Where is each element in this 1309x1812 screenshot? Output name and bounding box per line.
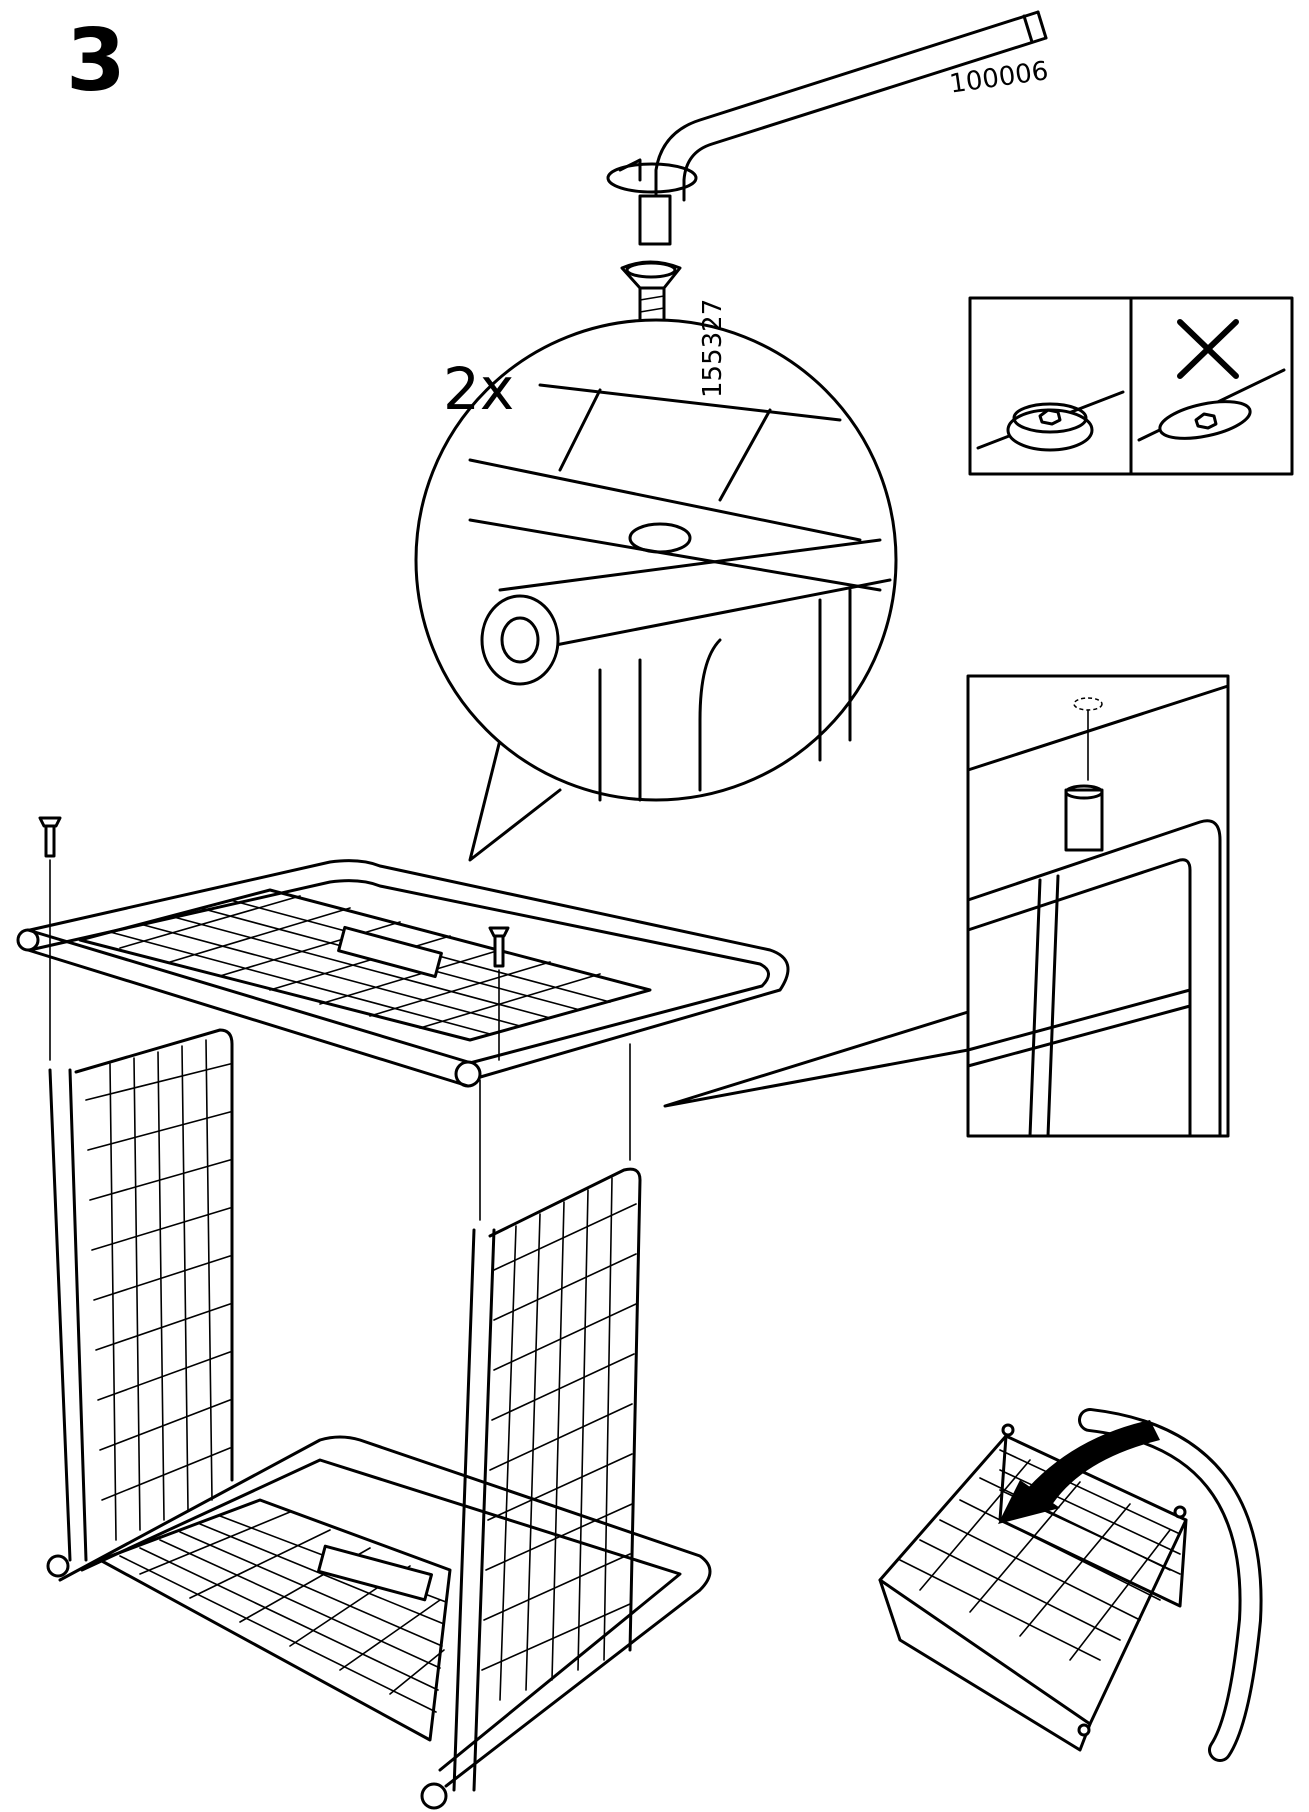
x-mark-icon <box>1177 319 1239 379</box>
screw-right-icon <box>488 926 510 968</box>
basket-assembly <box>16 816 790 1810</box>
hex-key-icon <box>606 10 1048 246</box>
incorrect-seating <box>1137 319 1286 442</box>
quantity-label: 2x <box>443 355 515 423</box>
inverted-basket-icon <box>878 1423 1188 1752</box>
bottom-shelf-mesh <box>58 1435 712 1788</box>
correct-seating <box>976 390 1125 452</box>
right-side-panel <box>420 1167 642 1810</box>
seating-inset <box>968 296 1294 476</box>
magnified-detail <box>414 318 898 862</box>
top-shelf-mesh <box>78 888 652 1042</box>
left-side-panel <box>46 1028 234 1578</box>
screw-left-icon <box>38 816 62 858</box>
step-number: 3 <box>66 11 126 111</box>
flip-instruction <box>878 1408 1263 1762</box>
screw-part-number: 155327 <box>698 298 728 398</box>
pin-detail-inset <box>663 674 1230 1138</box>
flip-arrow-icon <box>998 1420 1160 1524</box>
